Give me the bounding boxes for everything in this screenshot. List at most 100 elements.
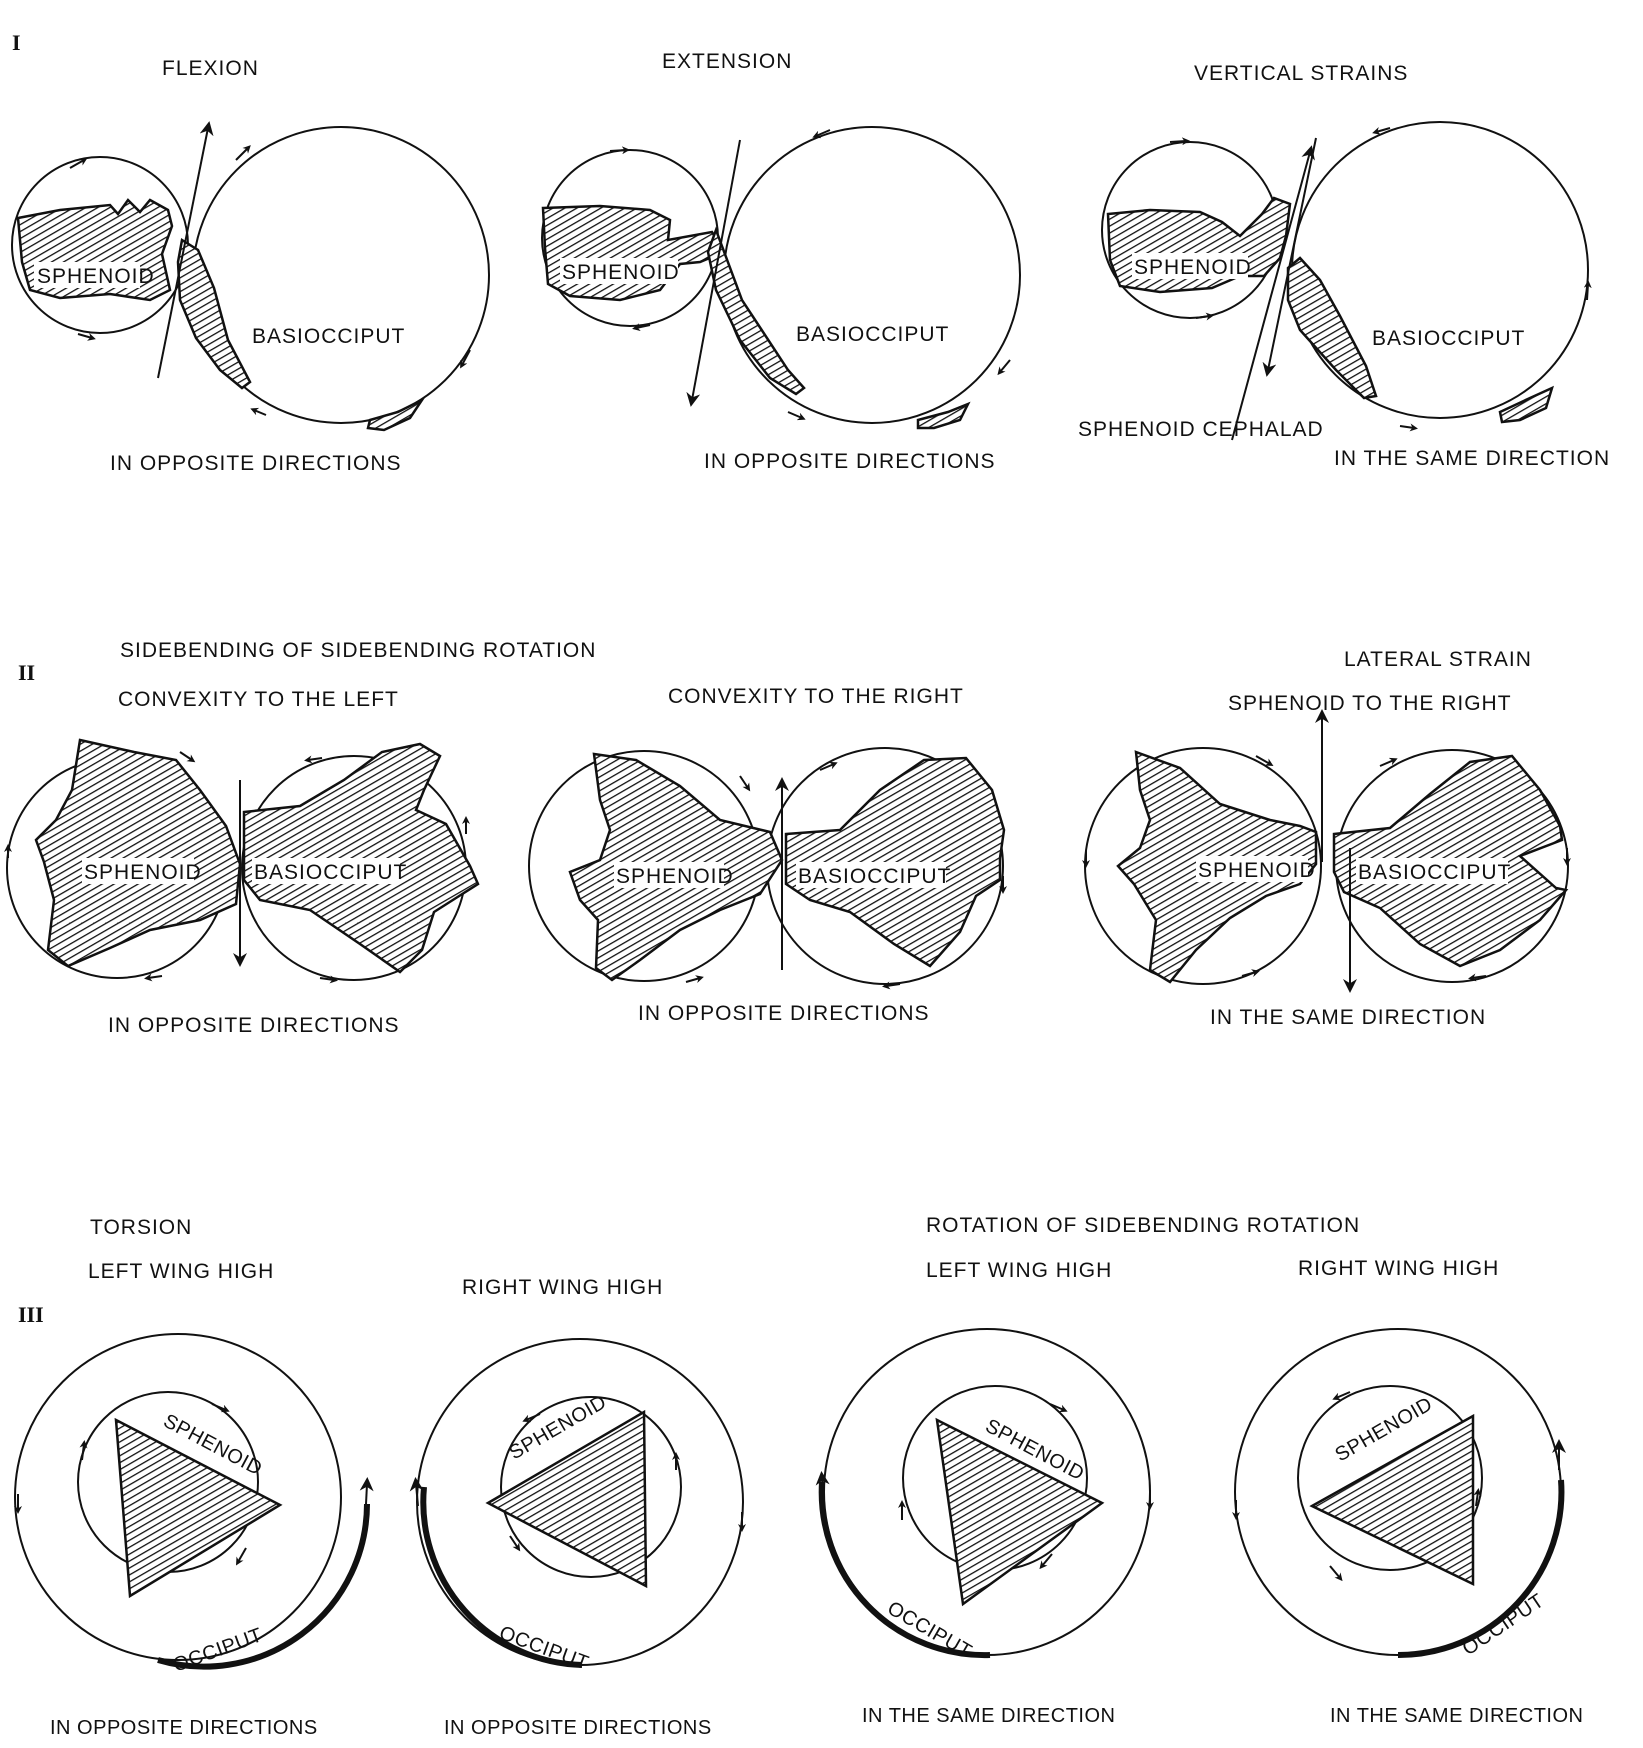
vertical-occiput-fragment: [1498, 385, 1554, 424]
rotation-left-inner-arrow: [1049, 1403, 1068, 1413]
vertical-sphenoid-label: SPHENOID: [1134, 256, 1252, 279]
convexity-left-title: CONVEXITY TO THE LEFT: [118, 688, 399, 711]
convexity-right-basiocciput-label: BASIOCCIPUT: [798, 865, 951, 888]
torsion-left-inner-arrow: [236, 1547, 247, 1566]
extension-axis-arrow: [686, 139, 741, 407]
rotation-right-sphenoid-triangle: [1309, 1413, 1475, 1586]
flexion-rotation-arrow: [460, 349, 471, 369]
flexion-title: FLEXION: [162, 57, 259, 80]
torsion-left-outer-arrow: [359, 1477, 374, 1505]
rotation-right-inner-arrow: [1329, 1565, 1343, 1582]
convexity-right-caption: IN OPPOSITE DIRECTIONS: [638, 1002, 930, 1025]
extension-sphenoid-label: SPHENOID: [562, 261, 680, 284]
vertical-basiocciput-label: BASIOCCIPUT: [1372, 327, 1525, 350]
torsion-right-inner-circle: [500, 1396, 682, 1578]
lateral-subtitle: SPHENOID TO THE RIGHT: [1228, 692, 1512, 715]
rotation-left-outer-arrow: [815, 1471, 830, 1501]
convexity-left-caption: IN OPPOSITE DIRECTIONS: [108, 1014, 400, 1037]
flexion-caption: IN OPPOSITE DIRECTIONS: [110, 452, 402, 475]
convexity-right-diagram: CONVEXITY TO THE RIGHT SPHENOID BASIOCCI…: [528, 685, 1007, 1025]
extension-title: EXTENSION: [662, 50, 792, 73]
extension-basiocciput-label: BASIOCCIPUT: [796, 323, 949, 346]
convexity-right-rotation-arrow: [882, 981, 901, 990]
vertical-title: VERTICAL STRAINS: [1194, 62, 1408, 85]
vertical-annotation: SPHENOID CEPHALAD: [1078, 418, 1324, 441]
lateral-strain-diagram: LATERAL STRAIN SPHENOID TO THE RIGHT SPH…: [1082, 648, 1571, 1029]
extension-rotation-arrow: [787, 411, 806, 421]
convexity-left-sphenoid-bone: [34, 738, 242, 968]
extension-basiocciput-bone: [706, 226, 806, 396]
extension-diagram: EXTENSION SPHENOID BASIOCCIPUT IN OPPOSI…: [541, 50, 1021, 473]
extension-sphenoid-bone: [541, 204, 726, 302]
section-numeral-one: I: [12, 30, 21, 55]
torsion-title: TORSION: [90, 1216, 192, 1239]
extension-caption: IN OPPOSITE DIRECTIONS: [704, 450, 996, 473]
extension-basiocciput-circle: [723, 126, 1021, 424]
torsion-right-sphenoid-triangle: [485, 1409, 648, 1589]
convexity-right-rotation-arrow: [685, 975, 704, 983]
rotation-right-inner-circle: [1297, 1385, 1483, 1571]
lateral-title: LATERAL STRAIN: [1344, 648, 1532, 671]
torsion-left-outer-circle: [14, 1333, 342, 1661]
rotation-left-sphenoid-triangle: [935, 1417, 1105, 1607]
convexity-left-basiocciput-label: BASIOCCIPUT: [254, 861, 407, 884]
rotation-right-wing-diagram: RIGHT WING HIGH SPHENOID OCCIPUT IN THE …: [1232, 1257, 1584, 1727]
vertical-caption: IN THE SAME DIRECTION: [1334, 447, 1610, 470]
rotation-right-inner-arrow: [1332, 1391, 1351, 1401]
extension-rotation-arrow: [812, 129, 831, 139]
flexion-basiocciput-label: BASIOCCIPUT: [252, 325, 405, 348]
torsion-right-inner-arrow: [522, 1413, 541, 1423]
vertical-rotation-arrow: [1399, 423, 1418, 432]
convexity-left-diagram: CONVEXITY TO THE LEFT SPHENOID BASIOCCIP…: [4, 688, 480, 1037]
lateral-sphenoid-label: SPHENOID: [1198, 859, 1316, 882]
convexity-left-sphenoid-label: SPHENOID: [84, 861, 202, 884]
convexity-right-sphenoid-label: SPHENOID: [616, 865, 734, 888]
flexion-diagram: FLEXION SPHENOID BASIOCCIPUT IN OPPOSITE…: [11, 57, 490, 475]
lateral-caption: IN THE SAME DIRECTION: [1210, 1006, 1486, 1029]
rotation-right-caption: IN THE SAME DIRECTION: [1330, 1705, 1584, 1727]
torsion-left-caption: IN OPPOSITE DIRECTIONS: [50, 1717, 318, 1739]
rotation-group-title: ROTATION OF SIDEBENDING ROTATION: [926, 1214, 1360, 1237]
extension-rotation-arrow: [609, 146, 630, 155]
convexity-left-rotation-arrow: [304, 755, 323, 764]
torsion-right-inner-arrow: [509, 1535, 521, 1552]
extension-rotation-arrow: [632, 323, 651, 332]
flexion-rotation-arrow: [235, 145, 251, 161]
lateral-rotation-arrow: [1468, 973, 1487, 982]
rotation-left-inner-arrow: [1039, 1553, 1053, 1570]
convexity-left-rotation-arrow: [319, 975, 338, 984]
torsion-left-wing-diagram: LEFT WING HIGH SPHENOID OCCIPUT IN OPPOS…: [14, 1260, 374, 1739]
torsion-left-occiput-arc: [157, 1503, 370, 1670]
rotation-right-occiput-label: OCCIPUT: [1458, 1590, 1548, 1661]
convexity-right-title: CONVEXITY TO THE RIGHT: [668, 685, 964, 708]
flexion-basiocciput-bone: [176, 237, 252, 390]
lateral-rotation-arrow: [1379, 757, 1398, 767]
vertical-rotation-arrow: [1583, 280, 1592, 301]
lateral-rotation-arrow: [1241, 969, 1260, 977]
vertical-rotation-arrow: [1169, 137, 1190, 146]
torsion-right-wing-diagram: RIGHT WING HIGH SPHENOID OCCIPUT IN OPPO…: [409, 1276, 746, 1739]
flexion-sphenoid-label: SPHENOID: [37, 265, 155, 288]
rotation-left-caption: IN THE SAME DIRECTION: [862, 1705, 1116, 1727]
vertical-occiput-down-arrow: [1262, 137, 1317, 377]
convexity-left-rotation-arrow: [144, 973, 163, 982]
vertical-basiocciput-bone: [1286, 256, 1378, 400]
torsion-left-inner-arrow: [79, 1440, 88, 1461]
rotation-left-occiput-arc: [818, 1481, 991, 1659]
flexion-axis-arrow: [157, 121, 214, 379]
rotation-right-inner-arrow: [1473, 1488, 1482, 1507]
torsion-right-caption: IN OPPOSITE DIRECTIONS: [444, 1717, 712, 1739]
torsion-left-inner-arrow: [211, 1403, 230, 1413]
flexion-rotation-arrow: [69, 158, 88, 169]
lateral-rotation-arrow: [1255, 755, 1274, 766]
flexion-rotation-arrow: [250, 407, 267, 416]
torsion-left-sphenoid-triangle: [114, 1417, 283, 1599]
vertical-basiocciput-circle: [1291, 121, 1589, 419]
rotation-right-title: RIGHT WING HIGH: [1298, 1257, 1499, 1280]
sidebending-group-title: SIDEBENDING OF SIDEBENDING ROTATION: [120, 639, 596, 662]
section-numeral-two: II: [18, 660, 35, 685]
torsion-right-outer-arrow: [409, 1477, 424, 1507]
convexity-right-rotation-arrow: [739, 775, 751, 792]
convexity-right-rotation-arrow: [819, 761, 838, 771]
